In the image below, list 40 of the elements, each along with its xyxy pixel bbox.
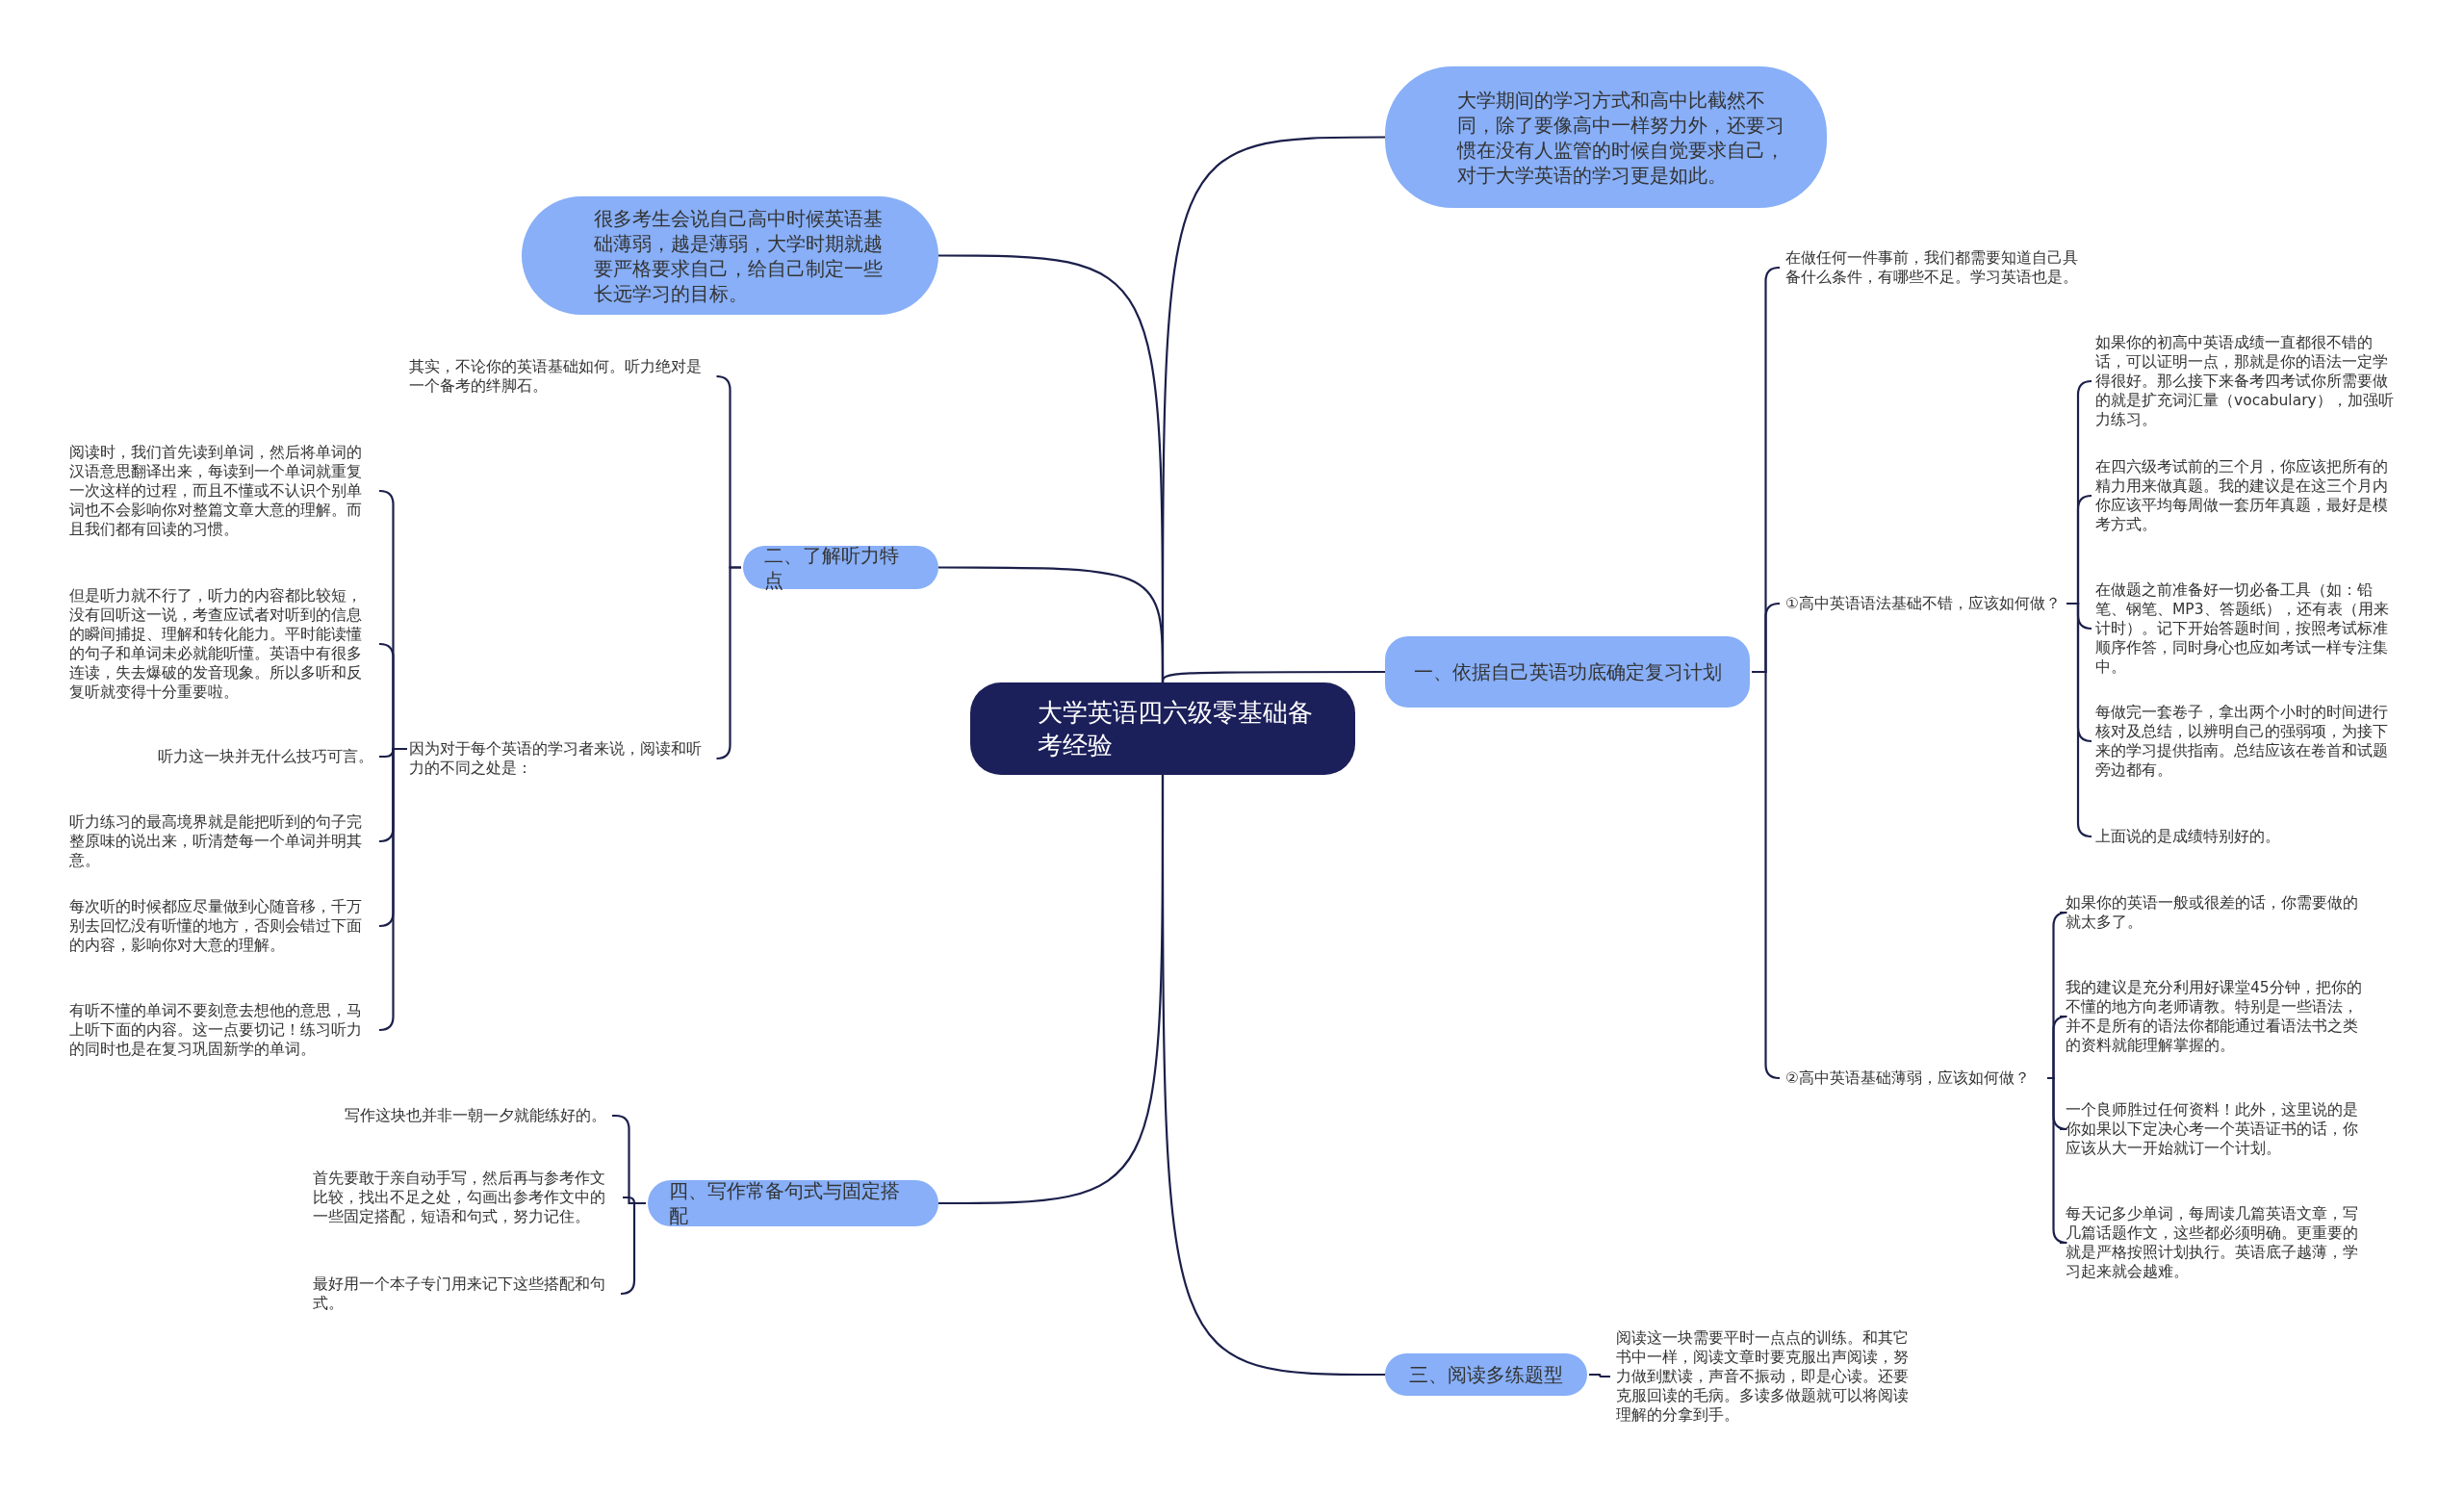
note-text: 其实，不论你的英语基础如何。听力绝对是一个备考的绊脚石。 bbox=[409, 357, 713, 396]
connector-line bbox=[1161, 670, 1385, 683]
connector-line bbox=[378, 747, 407, 1032]
note-text: 在做题之前准备好一切必备工具（如：铅笔、钢笔、MP3、答题纸），还有表（用来计时）。记下开始答题时间，按照考试标准顺序作答，同时身心也应如考试一样专注集中。 bbox=[2095, 580, 2400, 677]
note-text: 最好用一个本子专门用来记下这些搭配和句式。 bbox=[313, 1274, 617, 1313]
note-text: ①高中英语语法基础不错，应该如何做？ bbox=[1785, 594, 2065, 613]
note-text: 如果你的英语一般或很差的话，你需要做的就太多了。 bbox=[2066, 893, 2370, 932]
note-text: 如果你的初高中英语成绩一直都很不错的话，可以证明一点，那就是你的语法一定学得很好。那么接下来备考四考试你所需要做的就是扩充词汇量（vocabulary），加强听力练习。 bbox=[2095, 333, 2400, 429]
connector-line bbox=[1752, 670, 1781, 1080]
note-text: 首先要敢于亲自动手写，然后再与参考作文比较，找出不足之处，勾画出参考作文中的一些固定搭配，短语和句式，努力记住。 bbox=[313, 1169, 617, 1226]
note-text: 在做任何一件事前，我们都需要知道自己具备什么条件，有哪些不足。学习英语也是。 bbox=[1785, 248, 2090, 287]
note-text: 每天记多少单词，每周读几篇英语文章，写几篇话题作文，这些都必须明确。更重要的就是严格按照计划执行。英语底子越薄，学习起来就会越难。 bbox=[2066, 1204, 2370, 1281]
note-text: 阅读时，我们首先读到单词，然后将单词的汉语意思翻译出来，每读到一个单词就重复一次这样的过程，而且不懂或不认识个别单词也不会影响你对整篇文章大意的理解。而且我们都有回读的习惯。 bbox=[69, 443, 373, 539]
connector-line bbox=[619, 1201, 646, 1296]
note-text: 阅读这一块需要平时一点点的训练。和其它书中一样，阅读文章时要克服出声阅读，努力做到默读，声音不振动，即是心读。还要克服回读的毛病。多读多做题就可以将阅读理解的分拿到手。 bbox=[1616, 1328, 1920, 1425]
connector-line bbox=[1161, 775, 1385, 1377]
topic-bubble: 大学期间的学习方式和高中比截然不同，除了要像高中一样努力外，还要习惯在没有人监管的时候自觉要求自己，对于大学英语的学习更是如此。 bbox=[1385, 66, 1827, 208]
branch-bubble: 二、了解听力特点 bbox=[743, 546, 938, 589]
connector-line bbox=[1589, 1373, 1610, 1378]
topic-bubble: 很多考生会说自己高中时候英语基础薄弱，越是薄弱，大学时期就越要严格要求自己，给自己制定一些长远学习的目标。 bbox=[522, 196, 938, 315]
connector-line bbox=[715, 566, 741, 760]
branch-bubble: 四、写作常备句式与固定搭配 bbox=[648, 1180, 938, 1226]
note-text: 但是听力就不行了，听力的内容都比较短，没有回听这一说，考查应试者对听到的信息的瞬间捕捉、理解和转化能力。平时能读懂的句子和单词未必就能听懂。英语中有很多连读，失去爆破的发音现象。所以多听和反复听就变得十分重要啦。 bbox=[69, 586, 373, 702]
note-text: 听力练习的最高境界就是能把听到的句子完整原味的说出来，听清楚每一个单词并明其意。 bbox=[69, 812, 373, 870]
note-text: 有听不懂的单词不要刻意去想他的意思，马上听下面的内容。这一点要切记！练习听力的同时也是在复习巩固新学的单词。 bbox=[69, 1001, 373, 1059]
connector-line bbox=[2047, 1076, 2068, 1245]
note-text: 我的建议是充分利用好课堂45分钟，把你的不懂的地方向老师请教。特别是一些语法，并不是所有的语法你都能通过看语法书之类的资料就能理解掌握的。 bbox=[2066, 978, 2370, 1055]
note-text: 因为对于每个英语的学习者来说，阅读和听力的不同之处是： bbox=[409, 739, 713, 778]
note-text: ②高中英语基础薄弱，应该如何做？ bbox=[1785, 1068, 2045, 1088]
note-text: 每次听的时候都应尽量做到心随音移，千万别去回忆没有听懂的地方，否则会错过下面的内容，影响你对大意的理解。 bbox=[69, 897, 373, 955]
note-text: 上面说的是成绩特别好的。 bbox=[2095, 827, 2400, 846]
note-text: 一个良师胜过任何资料！此外，这里说的是你如果以下定决心考一个英语证书的话，你应该从大一开始就订一个计划。 bbox=[2066, 1100, 2370, 1158]
note-text: 写作这块也并非一朝一夕就能练好的。 bbox=[318, 1106, 606, 1125]
note-text: 每做完一套卷子，拿出两个小时的时间进行核对及总结，以辨明自己的强弱项，为接下来的学习提供指南。总结应该在卷首和试题旁边都有。 bbox=[2095, 703, 2400, 780]
note-text: 在四六级考试前的三个月，你应该把所有的精力用来做真题。我的建议是在这三个月内你应该平均每周做一套历年真题，最好是模考方式。 bbox=[2095, 457, 2400, 534]
branch-bubble: 一、依据自己英语功底确定复习计划 bbox=[1385, 636, 1750, 708]
connector-line bbox=[2066, 602, 2093, 838]
note-text: 听力这一块并无什么技巧可言。 bbox=[116, 747, 373, 766]
branch-bubble: 三、阅读多练题型 bbox=[1385, 1353, 1587, 1396]
topic-box: 大学英语四六级零基础备考经验 bbox=[970, 682, 1355, 775]
